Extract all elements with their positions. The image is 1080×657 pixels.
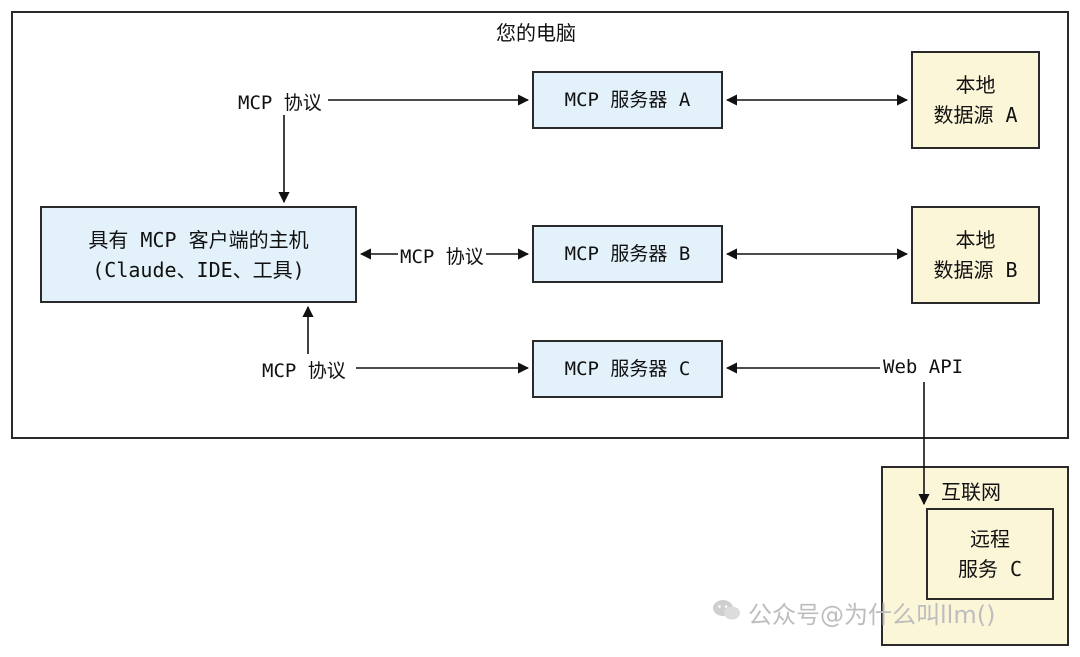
server-a-label: MCP 服务器 A [564,89,691,111]
datasource-a-line2: 数据源 A [933,103,1018,127]
server-c-box[interactable]: MCP 服务器 C [532,340,723,398]
remote-service-box[interactable]: 远程 服务 C [926,508,1054,600]
datasource-a-box[interactable]: 本地 数据源 A [911,51,1040,149]
remote-service-line2: 服务 C [957,557,1023,581]
server-b-label: MCP 服务器 B [564,243,691,265]
datasource-b-line2: 数据源 B [933,258,1018,282]
protocol-label-middle: MCP 协议 [398,242,486,269]
remote-service-line1: 远程 [970,527,1010,551]
server-b-box[interactable]: MCP 服务器 B [532,225,723,283]
host-box[interactable]: 具有 MCP 客户端的主机 (Claude、IDE、工具) [40,206,357,303]
datasource-b-line1: 本地 [955,228,996,252]
wechat-icon [713,600,740,620]
protocol-label-top: MCP 协议 [236,88,324,115]
datasource-a-line1: 本地 [955,73,996,97]
web-api-label: Web API [881,356,966,378]
server-a-box[interactable]: MCP 服务器 A [532,71,723,129]
watermark-text: 公众号@为什么叫llm() [748,601,996,629]
computer-title: 您的电脑 [496,21,576,45]
host-label-line2: (Claude、IDE、工具) [92,257,305,282]
internet-title: 互联网 [941,480,1001,504]
protocol-label-bottom: MCP 协议 [260,356,348,383]
host-label-line1: 具有 MCP 客户端的主机 [88,227,309,252]
server-c-label: MCP 服务器 C [564,358,691,380]
datasource-b-box[interactable]: 本地 数据源 B [911,206,1040,304]
